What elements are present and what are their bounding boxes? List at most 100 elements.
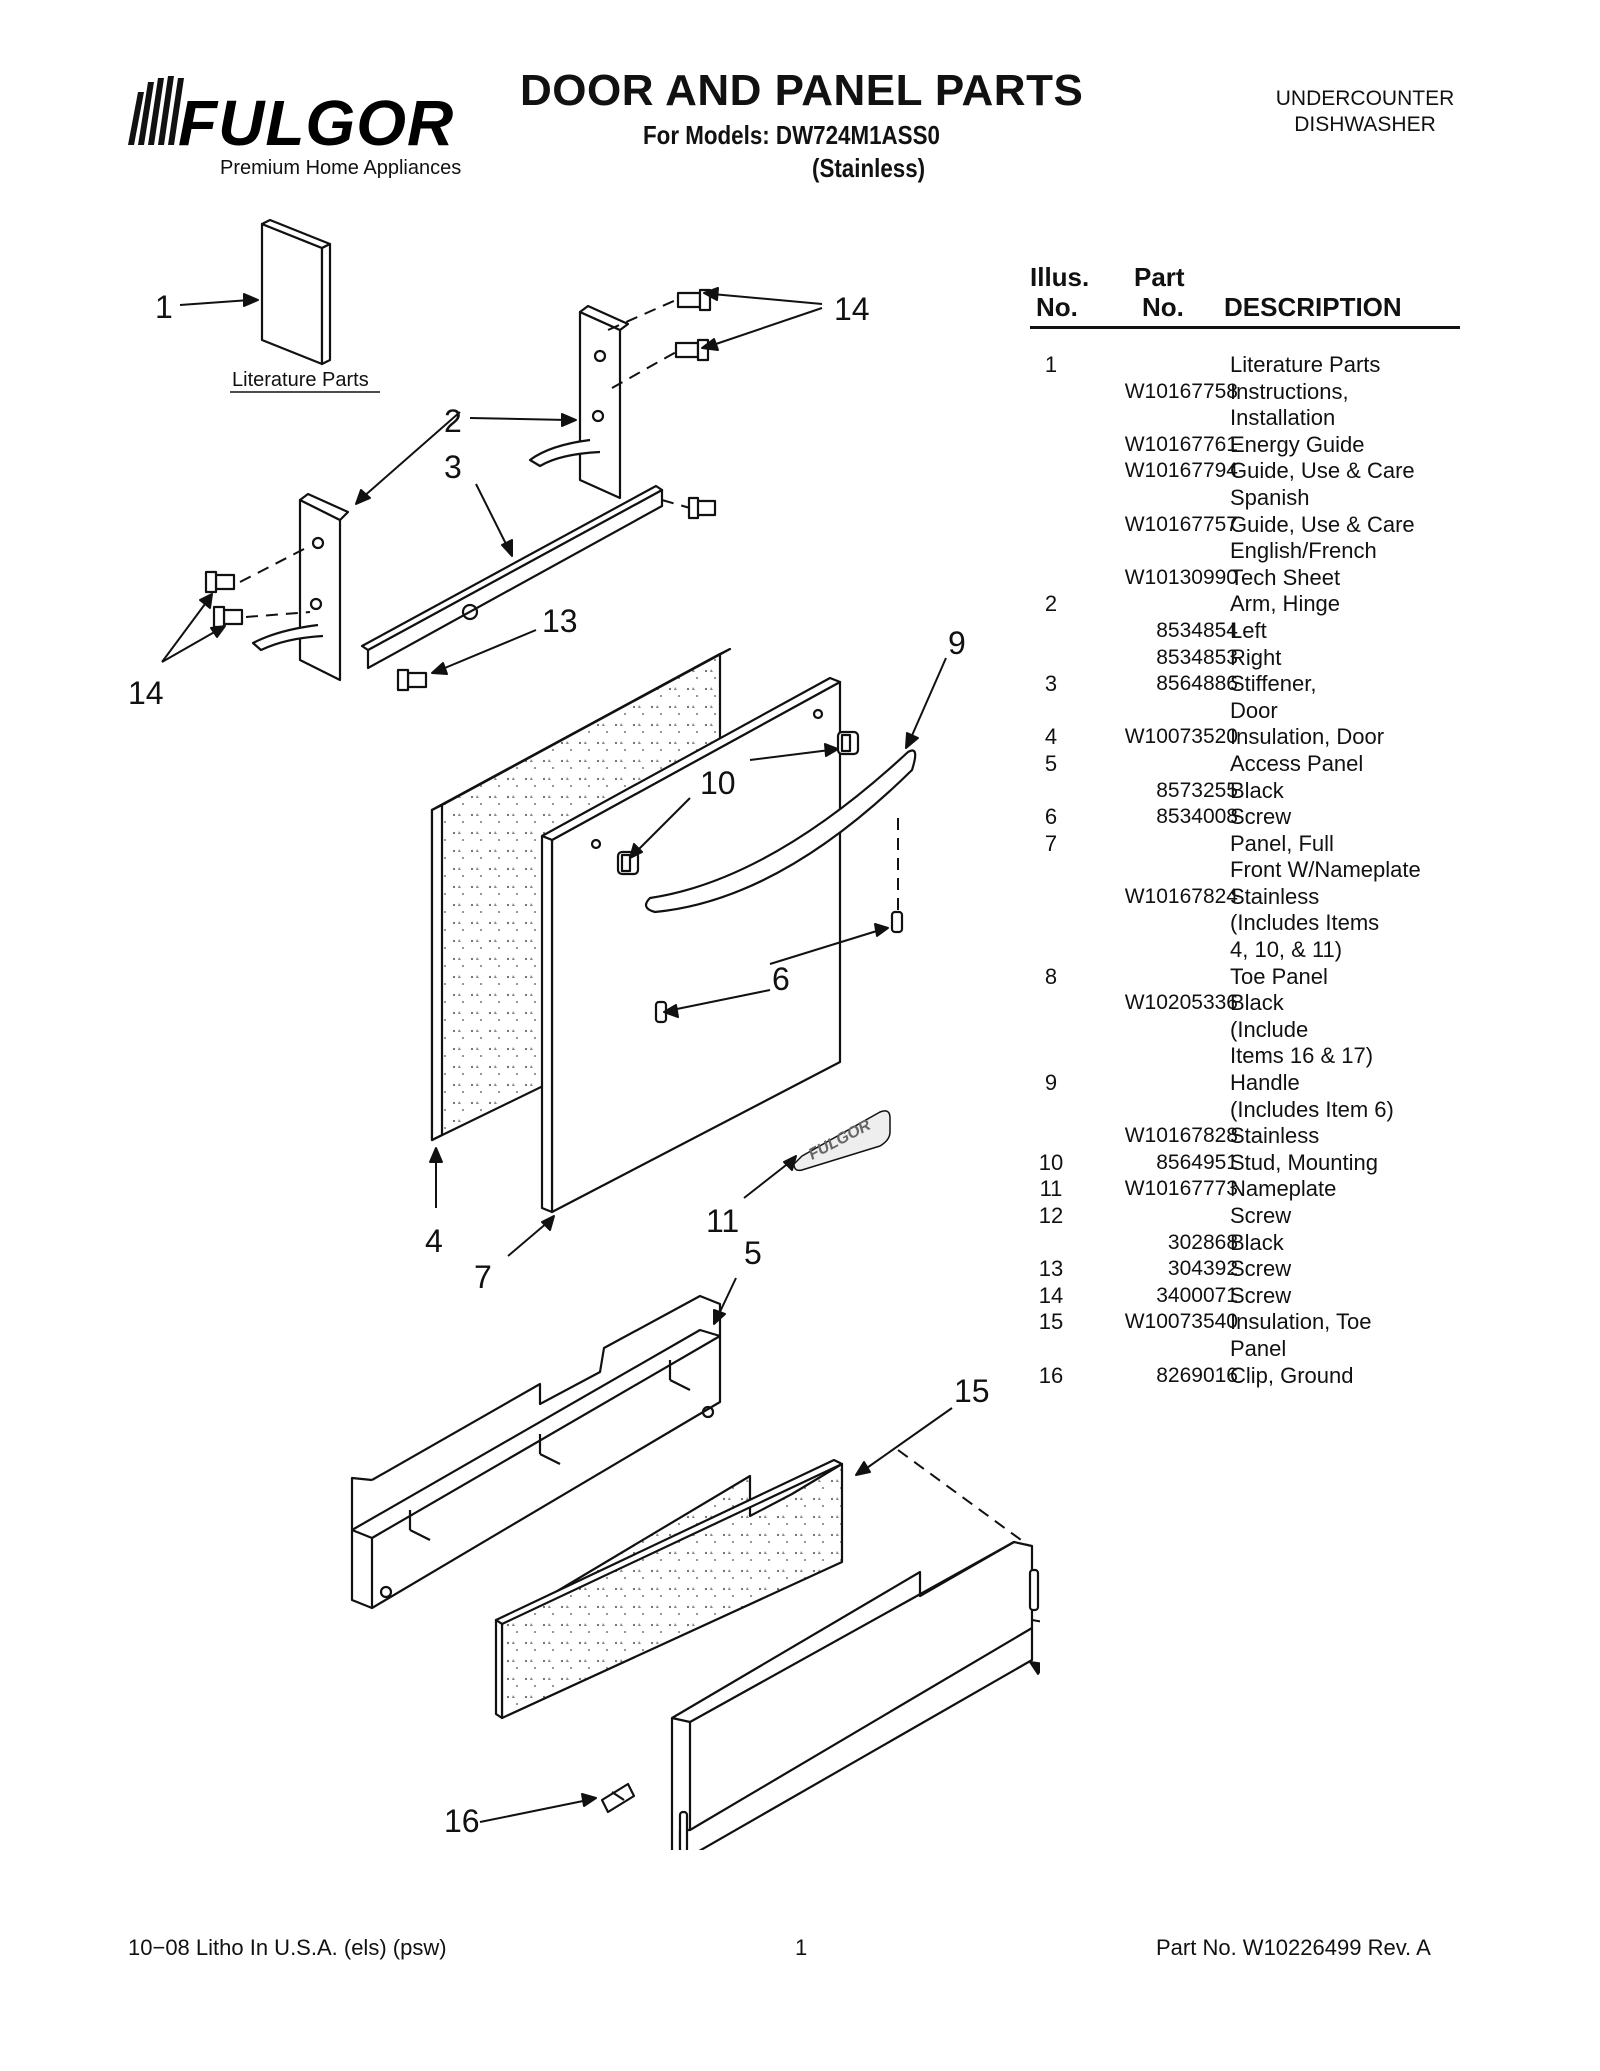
callout-3: 3 [444, 449, 462, 485]
brand-logo: FULGOR [128, 70, 488, 185]
callout-15: 15 [954, 1373, 990, 1409]
description: Screw [1230, 1203, 1292, 1228]
illus-no: 2 [1044, 591, 1058, 617]
models-line: For Models: DW724M1ASS0 [643, 120, 940, 150]
callout-14-top: 14 [834, 291, 870, 327]
toe-insulation [494, 1458, 844, 1720]
front-panel [540, 676, 842, 1214]
part-no: 8534853 [1156, 645, 1238, 669]
illus-no: 12 [1038, 1203, 1064, 1228]
description: Insulation, Toe [1230, 1309, 1372, 1335]
callout-11: 11 [706, 1203, 739, 1239]
table-row: English/French [1030, 538, 1460, 565]
table-row: (Include [1030, 1017, 1460, 1044]
description: Guide, Use & Care [1230, 511, 1415, 537]
callout-1: 1 [155, 289, 173, 325]
part-no: W10167758 [1124, 379, 1238, 403]
description: Screw [1230, 1256, 1292, 1282]
table-row: Items 16 & 17) [1030, 1043, 1460, 1070]
description: Black [1230, 1229, 1284, 1255]
access-panel [350, 1294, 722, 1610]
illus-no: 5 [1044, 750, 1058, 776]
part-no: 304392 [1167, 1257, 1238, 1281]
literature-booklet [260, 218, 332, 366]
illus-no: 1 [1044, 352, 1058, 377]
appliance-type: UNDERCOUNTER DISHWASHER [1250, 86, 1480, 138]
toe-panel [670, 1540, 1040, 1864]
col-part-head-2: No. [1142, 292, 1184, 322]
appliance-type-line2: DISHWASHER [1294, 113, 1436, 136]
illus-no: 4 [1044, 724, 1058, 750]
callout-10: 10 [700, 765, 736, 801]
description: Spanish [1230, 484, 1310, 510]
part-no: 8534008 [1156, 805, 1238, 829]
description: (Includes Items [1230, 910, 1380, 936]
description: Stiffener, [1230, 671, 1317, 697]
callout-5: 5 [744, 1235, 762, 1271]
description: Left [1230, 617, 1267, 643]
description: (Includes Item 6) [1230, 1096, 1394, 1122]
table-row: Panel [1030, 1336, 1460, 1363]
footer-part-number: Part No. W10226499 Rev. A [1156, 1935, 1431, 1960]
description: Handle [1230, 1070, 1300, 1096]
part-no: 302868 [1167, 1230, 1238, 1254]
table-row: Spanish [1030, 485, 1460, 512]
illus-no: 7 [1044, 830, 1058, 856]
description: Screw [1230, 804, 1292, 830]
brand-name: FULGOR [178, 87, 454, 159]
part-no: W10167824 [1124, 884, 1238, 908]
description: Stainless [1230, 883, 1320, 909]
description: Nameplate [1230, 1176, 1337, 1202]
part-no: W10167794 [1124, 459, 1238, 483]
description: Screw [1230, 1282, 1292, 1308]
illus-no: 15 [1038, 1309, 1064, 1335]
description: Stud, Mounting [1230, 1149, 1378, 1175]
description: Right [1230, 644, 1282, 670]
callout-13: 13 [542, 603, 578, 639]
part-no: 8269016 [1156, 1363, 1238, 1387]
callout-7: 7 [474, 1259, 492, 1295]
part-no: W10167828 [1124, 1124, 1238, 1148]
illus-no: 14 [1038, 1282, 1064, 1308]
table-row: Door [1030, 698, 1460, 725]
page-title: DOOR AND PANEL PARTS [520, 66, 1084, 115]
part-no: 8534854 [1156, 618, 1238, 642]
part-no: 3400071 [1156, 1283, 1238, 1307]
table-row: Installation [1030, 405, 1460, 432]
table-row: 12 Screw [1030, 1203, 1460, 1230]
hinge-arm-left [251, 492, 350, 682]
part-no: W10130990 [1124, 565, 1238, 589]
table-row: Front W/Nameplate [1030, 857, 1460, 884]
hinge-arm-right [528, 304, 630, 500]
callout-9: 9 [948, 625, 966, 661]
table-row: (Includes Items [1030, 910, 1460, 937]
illus-no: 13 [1038, 1256, 1064, 1282]
description: Installation [1230, 405, 1336, 431]
part-no: 8564886 [1156, 672, 1238, 696]
description: Tech Sheet [1230, 564, 1341, 590]
part-no: W10167761 [1124, 432, 1238, 456]
table-row: (Includes Item 6) [1030, 1097, 1460, 1124]
logo-stripes-icon: FULGOR [128, 76, 454, 159]
col-desc-head: DESCRIPTION [1224, 292, 1402, 322]
description: Arm, Hinge [1230, 591, 1341, 617]
appliance-type-line1: UNDERCOUNTER [1275, 87, 1455, 110]
literature-label: Literature Parts [232, 369, 369, 391]
page-number: 1 [795, 1935, 808, 1960]
